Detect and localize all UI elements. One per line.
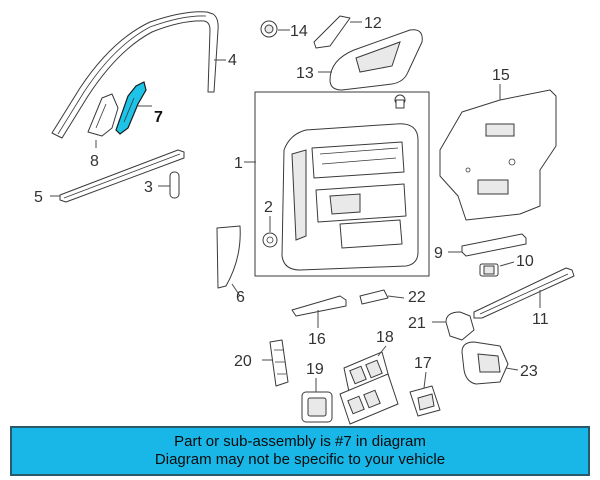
callout-20: 20 bbox=[234, 353, 252, 370]
part-23-seat-switch[interactable] bbox=[461, 341, 509, 385]
part-4-window-frame[interactable] bbox=[51, 11, 219, 139]
part-14-cap[interactable] bbox=[260, 20, 278, 38]
part-11-trim-strip[interactable] bbox=[473, 267, 575, 319]
part-7-highlighted-trim[interactable] bbox=[115, 81, 147, 135]
callout-10: 10 bbox=[516, 253, 534, 270]
part-17-switch[interactable] bbox=[409, 385, 441, 417]
callout-14: 14 bbox=[290, 23, 308, 40]
part-5-belt-molding[interactable] bbox=[59, 149, 185, 203]
caption-line-1: Part or sub-assembly is #7 in diagram bbox=[174, 433, 426, 450]
leader-lines bbox=[50, 21, 541, 392]
part-3-clip[interactable] bbox=[169, 171, 180, 199]
callout-18: 18 bbox=[376, 329, 394, 346]
callout-22: 22 bbox=[408, 289, 426, 306]
caption-line-2: Diagram may not be specific to your vehi… bbox=[154, 451, 446, 468]
callout-7: 7 bbox=[154, 109, 163, 126]
callout-23: 23 bbox=[520, 363, 538, 380]
part-2-push-pin[interactable] bbox=[262, 232, 278, 248]
callout-17: 17 bbox=[414, 355, 432, 372]
part-16-bracket[interactable] bbox=[291, 295, 347, 317]
part-8-mirror-bracket[interactable] bbox=[87, 93, 119, 137]
callout-labels: 1 2 3 4 5 6 7 8 9 10 11 12 13 14 15 16 1… bbox=[34, 15, 549, 380]
callout-1: 1 bbox=[234, 155, 243, 172]
part-20-connector[interactable] bbox=[269, 339, 289, 387]
part-1-door-trim-panel[interactable] bbox=[254, 91, 430, 277]
part-12-insert[interactable] bbox=[313, 15, 351, 49]
callout-9: 9 bbox=[434, 245, 443, 262]
callout-15: 15 bbox=[492, 67, 510, 84]
callout-8: 8 bbox=[90, 153, 99, 170]
callout-16: 16 bbox=[308, 331, 326, 348]
part-10-switch[interactable] bbox=[479, 263, 499, 277]
callout-12: 12 bbox=[364, 15, 382, 32]
callout-11: 11 bbox=[532, 311, 549, 328]
part-6-sail-cover[interactable] bbox=[216, 225, 241, 289]
callout-13: 13 bbox=[296, 65, 314, 82]
callout-21: 21 bbox=[408, 315, 426, 332]
caption-bar: Part or sub-assembly is #7 in diagram Di… bbox=[10, 426, 590, 476]
callout-4: 4 bbox=[228, 52, 237, 69]
part-18-window-switch[interactable] bbox=[339, 351, 399, 425]
part-21-inner-handle[interactable] bbox=[445, 311, 475, 341]
part-19-switch[interactable] bbox=[301, 391, 333, 423]
callout-2: 2 bbox=[264, 199, 273, 216]
callout-19: 19 bbox=[306, 361, 324, 378]
part-15-water-shield[interactable] bbox=[439, 89, 557, 221]
callout-3: 3 bbox=[144, 179, 153, 196]
callout-6: 6 bbox=[236, 289, 245, 306]
part-13-upper-insert[interactable] bbox=[329, 29, 423, 91]
callout-5: 5 bbox=[34, 189, 43, 206]
part-22-bracket[interactable] bbox=[359, 289, 389, 305]
